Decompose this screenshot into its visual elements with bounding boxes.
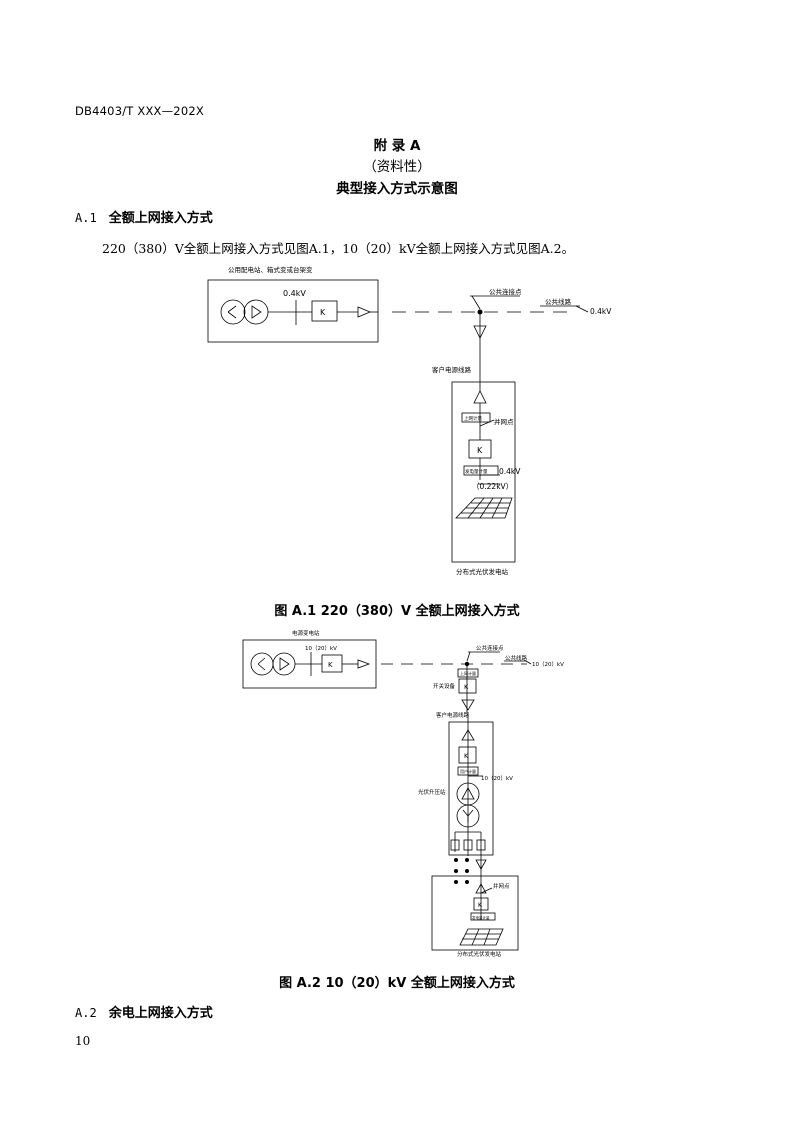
section-a2-heading: A.2 余电上网接入方式 [75,1002,213,1021]
appendix-title: 附 录 A [373,138,421,154]
figure-a2-diagram: 电源变电站 10（20）kV K 公共连接点 公共线路 10（20）kV 上网计… [242,629,564,958]
fig2-source-label: 电源变电站 [292,629,320,637]
fig2-pv-panel [459,928,504,946]
fig1-pv-voltage-1: 0.4kV [499,467,521,476]
figure-a1-caption: 图 A.1 220（380）V 全额上网接入方式 [274,604,520,619]
fig1-arrow-out [357,306,372,318]
fig1-arrow-down [473,325,487,339]
fig2-breaker-1 [321,654,343,673]
section-a2-number: A.2 [75,1006,97,1020]
fig2-user-meter-label: 用户计量 [460,768,476,774]
fig2-feeder-breaker-1 [450,839,460,851]
section-a1-title: 全额上网接入方式 [108,211,213,226]
fig1-breaker-1 [311,300,338,322]
section-a2-title: 余电上网接入方式 [108,1006,213,1021]
appendix-nature: （资料性） [363,159,431,175]
section-a1-number: A.1 [75,211,97,225]
fig1-customer-line-label: 客户电源线路 [432,365,472,374]
fig1-station-box [451,381,516,563]
fig1-arrow-up [473,390,487,404]
fig2-breaker-2 [458,746,477,764]
fig1-source-voltage: 0.4kV [283,289,306,298]
fig1-source-label: 公用配电站、箱式变或台架变 [228,265,313,274]
fig2-switch-breaker-label: K [464,683,469,691]
fig2-breaker-3 [473,897,489,911]
fig1-pv-voltage-2: （0.22kV） [472,482,513,491]
fig1-pcc-label: 公共连接点 [489,287,522,296]
fig2-source-voltage: 10（20）kV [305,645,337,652]
fig1-station-label: 分布式光伏发电站 [456,567,509,576]
fig2-arrow-down [461,699,475,711]
fig2-breaker-3-label: K [478,902,483,909]
fig2-line-voltage: 10（20）kV [532,661,564,668]
document-code: DB4403/T XXX—202X [75,104,204,118]
fig2-transformer-wye [456,804,480,828]
fig1-public-line-label: 公共线路 [545,297,572,306]
fig1-grid-point-label: 并网点 [494,417,514,426]
fig2-gen-meter-label: 发电量计量 [472,915,490,920]
fig2-switch-device-label: 开关设备 [433,682,456,690]
fig2-pv-station-box [431,875,519,951]
fig1-transformer-winding-1 [220,299,246,325]
fig1-grid-meter-label: 上网计量 [464,415,482,422]
fig1-source-box [207,279,379,343]
figure-a1-diagram: 公用配电站、箱式变或台架变 0.4kV K 公共连接点 公共线路 0.4kV 客… [207,265,612,576]
fig1-line-voltage: 0.4kV [590,307,612,316]
fig2-feeder-breaker-2 [463,839,473,851]
fig2-boost-station-label: 光伏升压站 [418,788,446,796]
fig2-transformer-winding-1 [250,652,274,676]
fig2-feeder-breaker-3 [476,839,486,851]
fig1-grid-meter-box [461,412,491,423]
fig2-boost-station-box [448,721,494,856]
fig2-grid-point-label: 并网点 [493,882,510,890]
fig2-grid-meter-label: 上网计量 [460,670,476,676]
fig1-breaker-2-label: K [477,446,483,455]
section-a1-heading: A.1 全额上网接入方式 [75,207,213,226]
fig2-ellipsis-dots [454,858,469,884]
fig2-user-meter-box [457,766,479,776]
fig1-breaker-1-label: K [320,308,326,317]
fig2-source-box [242,639,377,689]
fig2-breaker-2-label: K [464,752,469,760]
page-number: 10 [75,1034,91,1048]
fig2-station-label: 分布式光伏发电站 [457,950,502,958]
section-a1-paragraph: 220（380）V全额上网接入方式见图A.1，10（20）kV全额上网接入方式见… [102,241,575,256]
fig2-switch-breaker [458,678,477,694]
fig2-grid-meter-box [457,668,479,678]
fig1-transformer-winding-2 [243,299,269,325]
fig1-pcc-node [477,309,483,315]
fig2-pcc-label: 公共连接点 [476,644,504,652]
fig2-station-voltage: 10（20）kV [481,775,513,782]
fig2-breaker-1-label: K [328,661,333,669]
fig2-customer-line-label: 客户电源线路 [436,711,470,719]
appendix-subtitle: 典型接入方式示意图 [336,181,458,197]
fig1-gen-meter-label: 发电量计量 [465,468,488,475]
fig2-gen-meter-box [470,912,496,921]
fig2-public-line-label: 公共线路 [505,654,528,662]
fig1-pv-panel [455,497,513,519]
figure-a2-caption: 图 A.2 10（20）kV 全额上网接入方式 [279,976,515,991]
